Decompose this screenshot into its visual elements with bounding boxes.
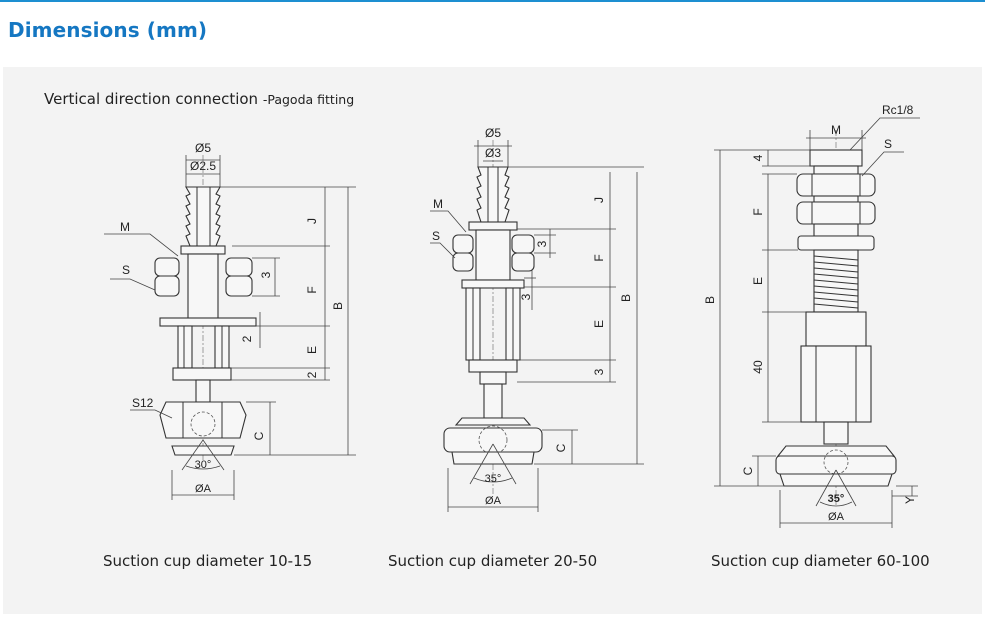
fig3-label-e: E [751, 277, 765, 285]
top-rule [0, 0, 985, 2]
fig3-angle: 35° [828, 493, 845, 505]
fig2-dia-a: ØA [485, 495, 502, 507]
fig3-label-rc: Rc1/8 [882, 103, 914, 117]
fig3-label-s: S [884, 137, 892, 151]
fig2-label-j: J [592, 197, 606, 203]
fig2-d-inner: Ø3 [485, 146, 501, 160]
fig2-label-m: M [433, 197, 443, 211]
fig3-label-40: 40 [751, 360, 765, 374]
figure-60-100: Rc1/8 M S 4 F E 40 B C Y 35° ØA [703, 103, 920, 528]
fig1-angle: 30° [195, 459, 212, 471]
fig3-label-f: F [751, 208, 765, 215]
fig2-label-f: F [592, 254, 606, 261]
figure-10-15: Ø5 Ø2.5 M S S12 J F E 2 B 3 2 C 30° ØA [104, 141, 356, 500]
fig2-d-outer: Ø5 [485, 126, 501, 140]
caption-20-50: Suction cup diameter 20-50 [388, 552, 598, 570]
drawing-subtitle: Vertical direction connection -Pagoda fi… [44, 90, 354, 108]
fig3-label-y: Y [903, 496, 917, 504]
fig1-dia-a: ØA [195, 483, 212, 495]
fig1-label-s12: S12 [132, 396, 154, 410]
subtitle-main: Vertical direction connection [44, 90, 263, 108]
fig2-angle: 35° [485, 473, 502, 485]
fig2-label-3a: 3 [535, 240, 549, 247]
fig3-label-c: C [741, 466, 755, 475]
section-title: Dimensions (mm) [8, 18, 208, 42]
fig1-label-f: F [305, 286, 319, 293]
fig3-dia-a: ØA [828, 511, 845, 523]
fig2-label-e: E [592, 320, 606, 328]
caption-60-100: Suction cup diameter 60-100 [711, 552, 930, 570]
subtitle-small: -Pagoda fitting [262, 92, 355, 107]
fig1-label-j: J [305, 218, 319, 224]
fig2-label-c: C [554, 443, 568, 452]
fig2-label-3c: 3 [592, 368, 606, 375]
fig1-d-outer: Ø5 [195, 141, 211, 155]
fig1-label-2a: 2 [240, 335, 254, 342]
fig1-label-c: C [252, 431, 266, 440]
fig2-label-b: B [619, 294, 633, 302]
fig1-label-s: S [122, 263, 130, 277]
fig1-d-inner: Ø2.5 [190, 159, 216, 173]
fig1-label-b: B [331, 302, 345, 310]
fig1-label-e: E [305, 346, 319, 354]
fig1-label-3: 3 [259, 271, 273, 278]
fig3-label-m: M [831, 123, 841, 137]
fig3-label-4: 4 [751, 154, 765, 161]
figure-20-50: Ø5 Ø3 M S J F E 3 B 3 3 C 35° ØA [430, 126, 644, 512]
caption-10-15: Suction cup diameter 10-15 [103, 552, 313, 570]
fig2-label-s: S [432, 229, 440, 243]
fig2-label-3b: 3 [519, 293, 533, 300]
fig1-label-m: M [120, 220, 130, 234]
fig3-label-b: B [703, 296, 717, 304]
fig1-label-2b: 2 [305, 371, 319, 378]
